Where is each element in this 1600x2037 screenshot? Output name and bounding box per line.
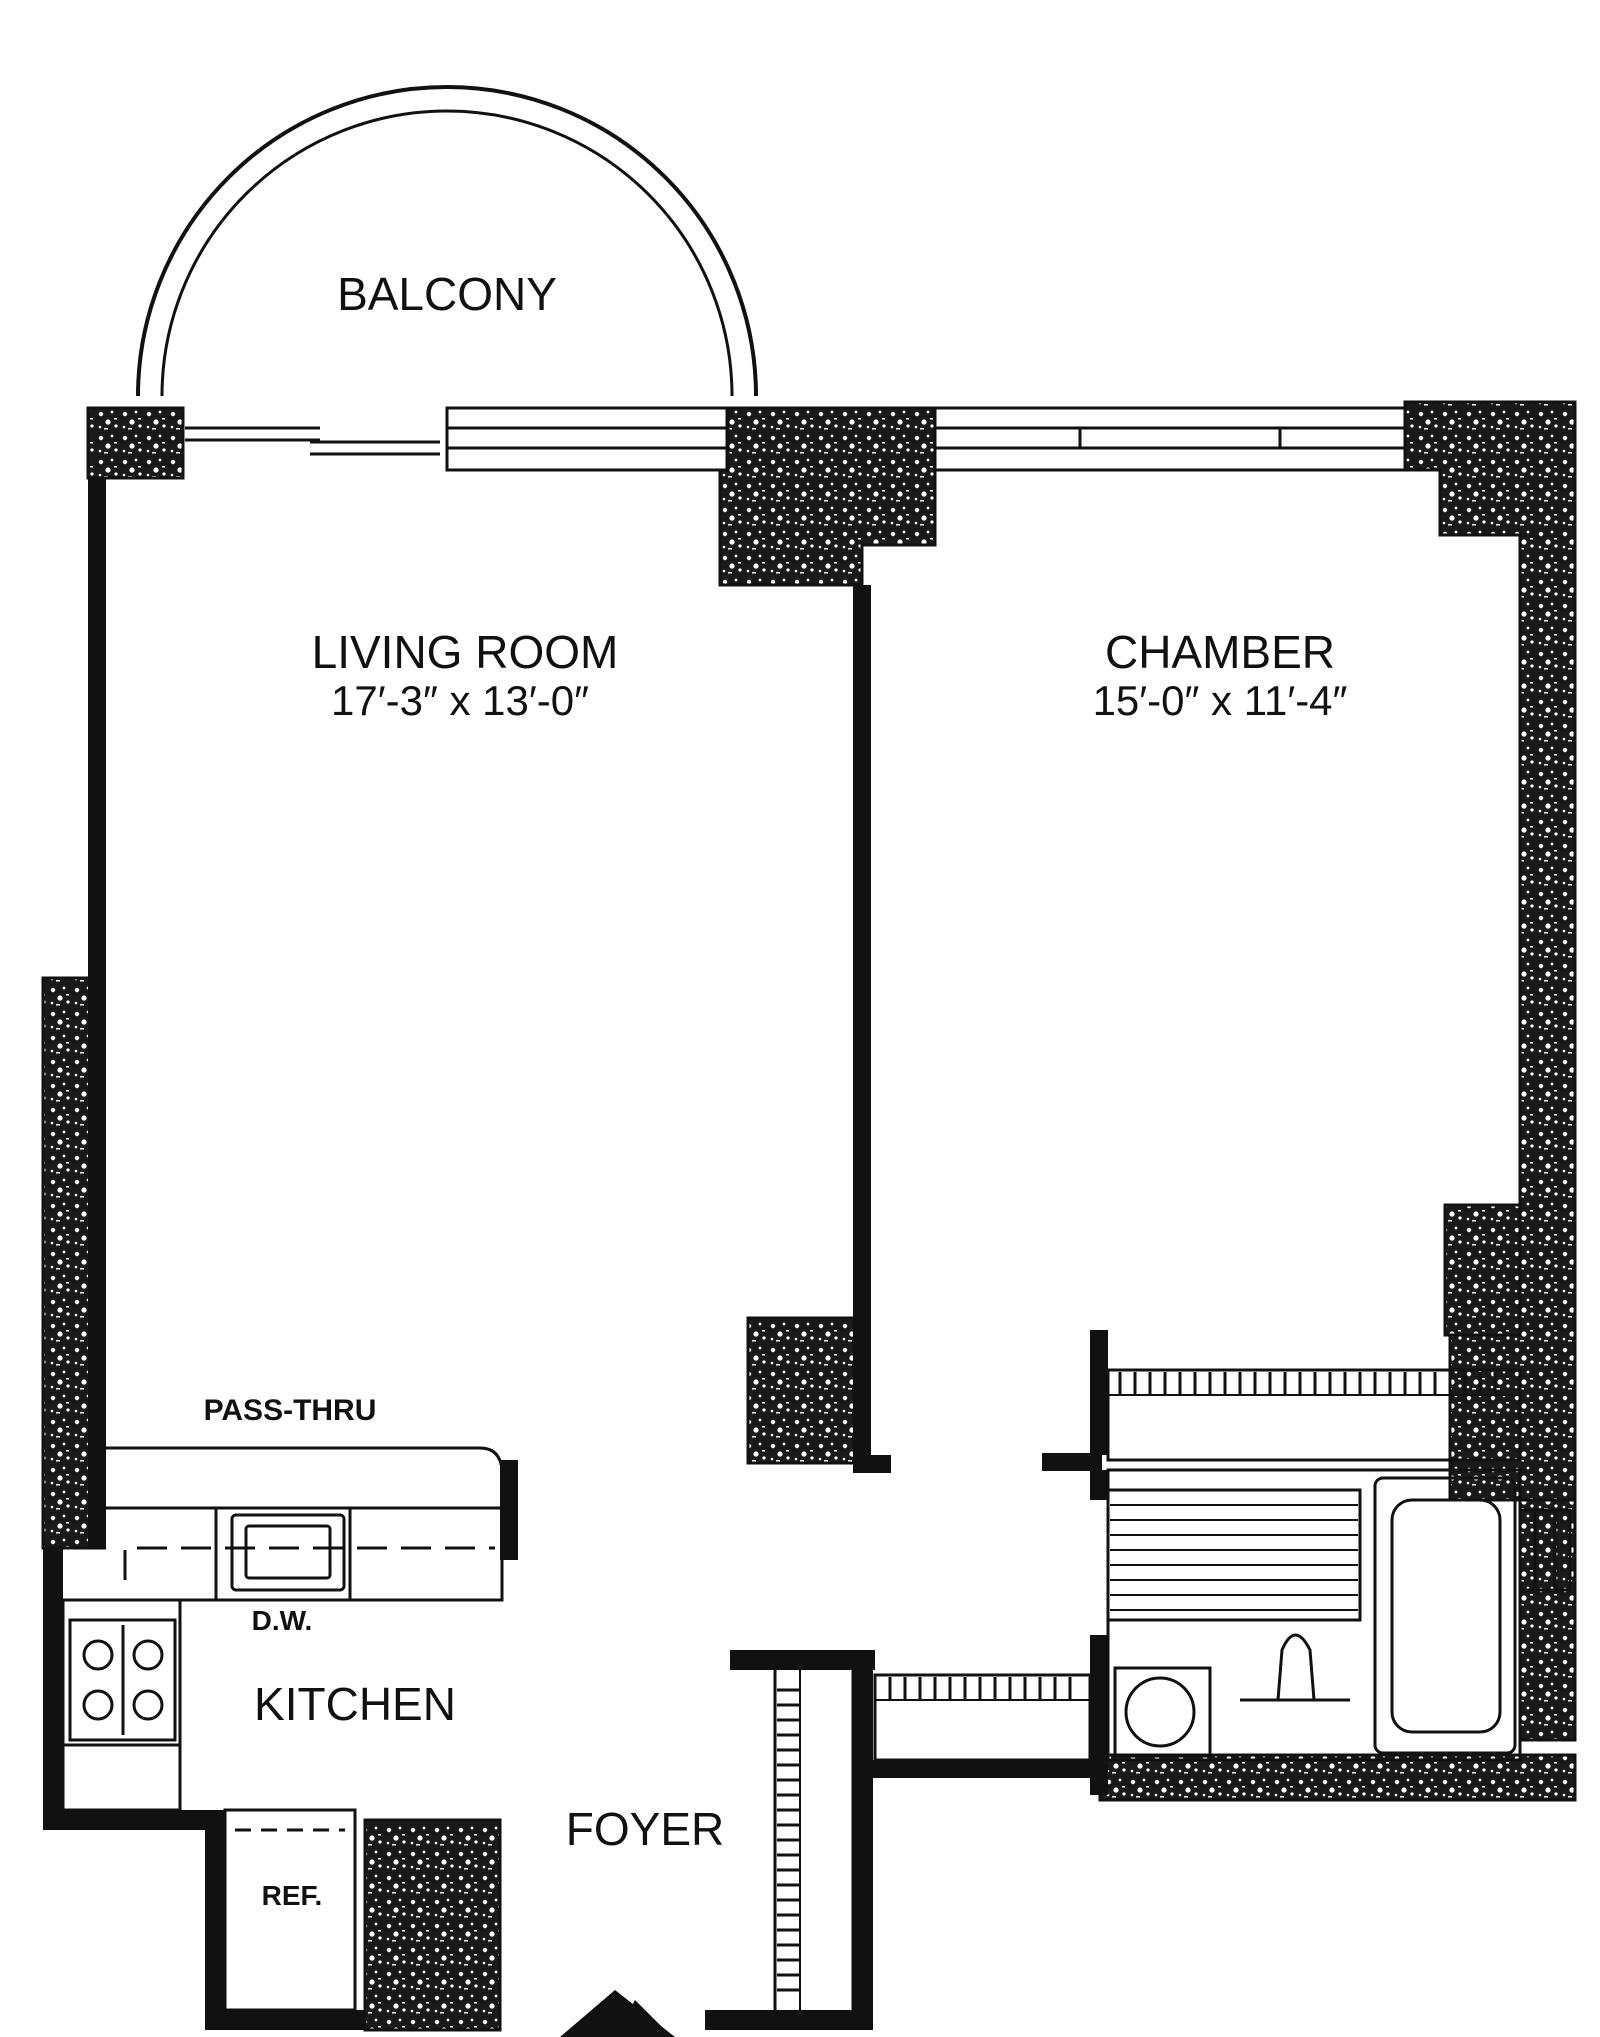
balcony-railing: [136, 85, 758, 397]
living-room-dimensions: 17′-3″ x 13′-0″: [331, 677, 589, 724]
kitchen-label: KITCHEN: [254, 1678, 456, 1730]
bathroom-sink-icon: [1113, 1666, 1212, 1758]
dishwasher-label: D.W.: [252, 1605, 313, 1636]
stove-burners-icon: [68, 1618, 177, 1742]
window-wall-chamber: [933, 406, 1407, 472]
living-room-label: LIVING ROOM: [312, 626, 619, 678]
bathroom: [1106, 1468, 1572, 1762]
window-wall-living: [185, 406, 729, 472]
solid-walls: [43, 478, 1108, 2030]
chamber-label: CHAMBER: [1105, 626, 1335, 678]
closet-linen: [873, 1673, 1092, 1762]
bathroom-window: [1518, 1508, 1572, 1592]
refrigerator: [223, 1808, 357, 2012]
refrigerator-label: REF.: [262, 1880, 323, 1911]
kitchen-counter: [61, 1446, 504, 1812]
sink-icon: [230, 1513, 346, 1592]
chamber-dimensions: 15′-0″ x 11′-4″: [1093, 677, 1348, 724]
toilet-icon: [1240, 1633, 1350, 1702]
balcony-label: BALCONY: [337, 268, 557, 320]
bathtub-icon: [1373, 1476, 1517, 1755]
pass-thru-label: PASS-THRU: [204, 1394, 377, 1427]
closet-hall-hatch: [1118, 1372, 1497, 1395]
closet-foyer: [773, 1666, 855, 2015]
masonry-walls: [41, 400, 1577, 2032]
foyer-label: FOYER: [566, 1803, 724, 1855]
bathroom-shelving: [1106, 1488, 1362, 1622]
